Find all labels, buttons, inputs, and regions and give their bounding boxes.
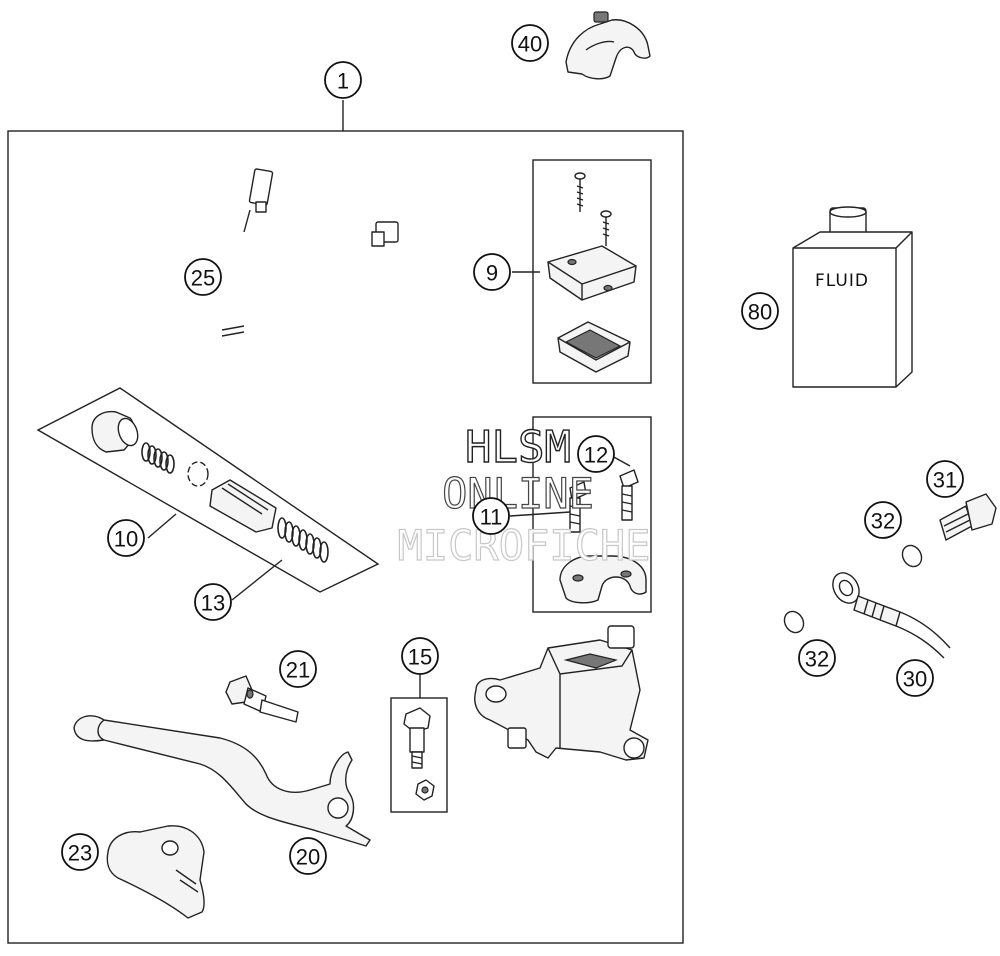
watermark: HLSM ONLINE MICROFICHE (397, 421, 651, 570)
callout-40-label: 40 (518, 32, 542, 57)
callout-12: 12 (577, 435, 615, 473)
callout-23: 23 (61, 833, 99, 871)
callout-15: 15 (401, 637, 439, 675)
brake-hose-part-30 (832, 572, 951, 659)
callout-25-label: 25 (191, 266, 215, 291)
watermark-line1: HLSM (465, 422, 571, 473)
callout-32-lower-label: 32 (805, 647, 829, 672)
callout-13-label: 13 (201, 591, 225, 616)
clamp-bolts-part-11 (559, 469, 647, 604)
callout-1: 1 (324, 61, 362, 99)
piston-kit-part-10 (36, 387, 380, 601)
callout-20-label: 20 (296, 845, 320, 870)
pivot-bolt-part-15 (403, 707, 435, 801)
callout-30-label: 30 (903, 667, 927, 692)
callout-13: 13 (194, 583, 232, 621)
callout-80: 80 (741, 292, 779, 330)
callout-11: 11 (472, 497, 510, 535)
callout-9: 9 (473, 253, 511, 291)
callout-10: 10 (107, 519, 145, 557)
callout-25: 25 (184, 258, 222, 296)
callout-9-label: 9 (486, 261, 498, 286)
callout-32-upper: 32 (864, 501, 902, 539)
callout-40: 40 (511, 24, 549, 62)
reservoir-cover-part-9 (547, 172, 637, 373)
callout-20: 20 (289, 837, 327, 875)
callout-1-label: 1 (337, 69, 349, 94)
callout-32-lower: 32 (798, 639, 836, 677)
banjo-bolt-part-31 (939, 493, 997, 541)
callout-23-label: 23 (68, 841, 92, 866)
lever-guard-part-23 (106, 825, 205, 919)
fluid-bottle-part-80 (792, 206, 913, 388)
adjuster-screw-part-21 (225, 675, 299, 723)
callout-80-label: 80 (748, 300, 772, 325)
callout-31: 31 (926, 460, 964, 498)
washer-part-32-upper (901, 544, 923, 568)
callout-21-label: 21 (286, 658, 310, 683)
switch-cable-part-25 (221, 168, 399, 416)
master-cylinder-body (474, 625, 649, 761)
kit-frame (7, 130, 684, 944)
callout-11-label: 11 (480, 505, 503, 530)
callout-32-upper-label: 32 (871, 509, 895, 534)
callout-31-label: 31 (933, 468, 957, 493)
callout-21: 21 (279, 650, 317, 688)
clamp-part-40 (565, 11, 651, 80)
callout-12-label: 12 (584, 443, 608, 468)
callout-leaders (509, 271, 631, 517)
brake-lever-part-20 (73, 715, 371, 847)
callout-15-label: 15 (408, 645, 432, 670)
box-part-15 (390, 697, 448, 813)
washer-part-32-lower (783, 610, 805, 634)
callout-30: 30 (896, 659, 934, 697)
watermark-line3: MICROFICHE (398, 521, 651, 570)
watermark-line2: ONLINE (442, 469, 594, 518)
fluid-label: FLUID (815, 271, 869, 291)
callout-10-label: 10 (114, 527, 138, 552)
